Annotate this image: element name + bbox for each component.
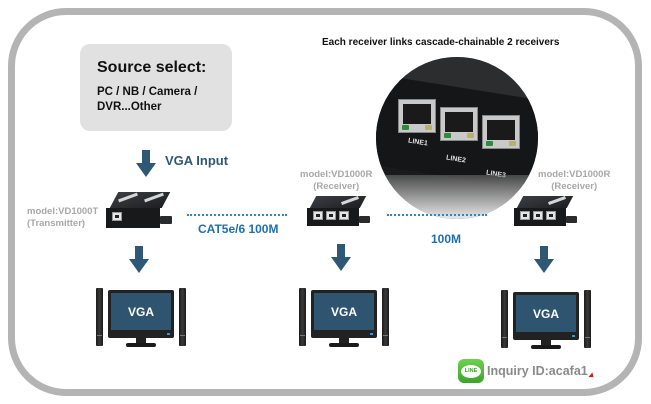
vga-monitor-1: VGA (96, 288, 186, 348)
cascade-headline: Each receiver links cascade-chainable 2 … (322, 37, 560, 48)
transmitter-model: model:VD1000T (27, 206, 99, 217)
receiver1-model: model:VD1000R (300, 169, 373, 180)
receiver2-label: model:VD1000R (Receiver) (538, 169, 610, 193)
monitor-screen-label: VGA (314, 293, 374, 330)
rj45-port-line3 (482, 115, 520, 149)
rj45-port-line2 (440, 107, 478, 141)
tx-to-rx1-cable-line (187, 214, 287, 216)
receiver2-device (512, 196, 580, 230)
receiver2-role: (Receiver) (551, 181, 598, 192)
output-arrow-1-icon (129, 246, 149, 274)
monitor-screen-label: VGA (111, 293, 171, 330)
port-zoom-detail: LINE1 LINE2 LINE3 (376, 57, 538, 219)
vga-monitor-2: VGA (299, 288, 389, 348)
speaker-left-icon (501, 290, 508, 348)
line-icon-text: LINE (461, 364, 481, 378)
vga-input-arrow-icon (136, 150, 156, 178)
receiver1-device (305, 196, 373, 230)
rj45-port-line1 (398, 99, 436, 133)
monitor-screen-label: VGA (516, 295, 576, 332)
vga-monitor-3: VGA (501, 290, 591, 350)
speaker-left-icon (96, 288, 103, 346)
receiver1-role: (Receiver) (313, 181, 360, 192)
source-select-subtitle: PC / NB / Camera / DVR...Other (97, 86, 198, 113)
tx-to-rx1-link-label: CAT5e/6 100M (198, 222, 279, 236)
source-select-title: Source select: (97, 59, 207, 76)
line-app-icon[interactable]: LINE (458, 359, 484, 383)
speaker-right-icon (179, 288, 186, 346)
output-arrow-2-icon (331, 244, 351, 272)
receiver2-model: model:VD1000R (538, 169, 611, 180)
rx1-to-rx2-cable-line (387, 214, 487, 216)
speaker-right-icon (382, 288, 389, 346)
transmitter-role: (Transmitter) (27, 218, 86, 229)
vga-input-label: VGA Input (165, 153, 229, 168)
inquiry-id-link[interactable]: Inquiry ID:acafa1 (487, 364, 588, 378)
source-select-box (80, 44, 232, 131)
receiver1-label: model:VD1000R (Receiver) (300, 169, 372, 193)
speaker-right-icon (584, 290, 591, 348)
transmitter-device (104, 192, 174, 234)
rx1-to-rx2-link-label: 100M (431, 232, 462, 246)
speaker-left-icon (299, 288, 306, 346)
transmitter-label: model:VD1000T (Transmitter) (27, 206, 98, 230)
output-arrow-3-icon (534, 246, 554, 274)
